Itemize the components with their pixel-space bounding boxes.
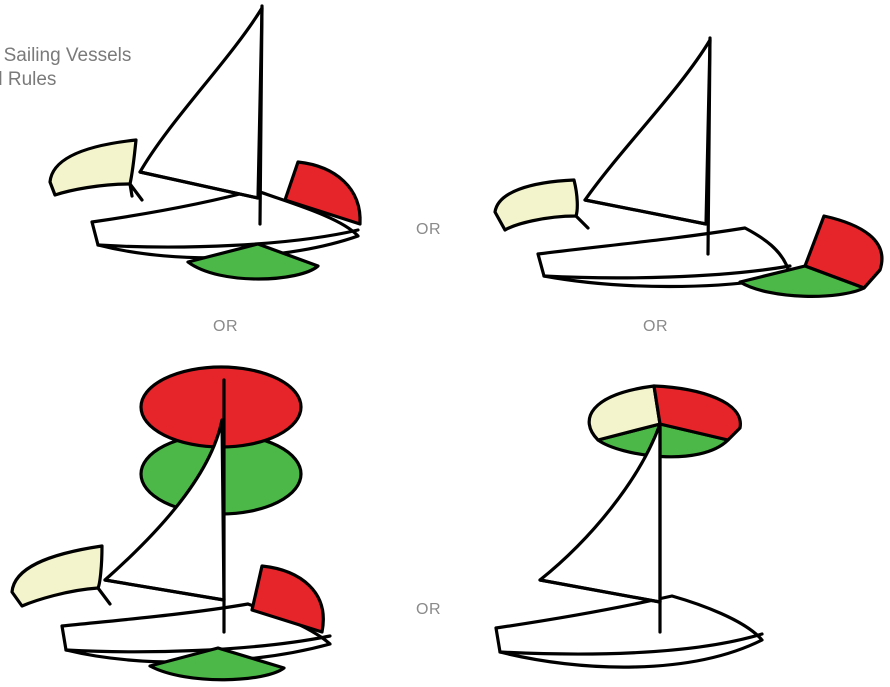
red-sidelight-sector bbox=[803, 214, 884, 290]
mast bbox=[706, 36, 712, 256]
caption-line-1: r Sailing Vessels bbox=[0, 45, 132, 66]
sternlight-bracket bbox=[574, 214, 590, 230]
diagram-caption: r Sailing Vessels d Rules bbox=[0, 44, 131, 92]
or-separator-2: OR bbox=[213, 318, 238, 335]
mast bbox=[258, 4, 264, 226]
sail bbox=[103, 418, 226, 602]
red-sidelight-sector bbox=[283, 160, 362, 226]
hull bbox=[494, 594, 764, 669]
boat-sidelights-sternlight bbox=[48, 4, 362, 281]
boat-masthead-red-over-green bbox=[10, 365, 332, 682]
green-sidelight-sector bbox=[186, 242, 320, 281]
hull-waterline bbox=[96, 228, 360, 249]
boom bbox=[583, 198, 708, 226]
or-separator-4: OR bbox=[416, 601, 441, 618]
boat-tricolor-masthead bbox=[494, 384, 764, 669]
boom bbox=[103, 578, 226, 602]
tricolor-red-sector bbox=[652, 384, 742, 442]
hull-waterline bbox=[542, 264, 792, 280]
sail bbox=[138, 6, 264, 200]
boom bbox=[538, 578, 662, 604]
sail bbox=[583, 38, 712, 226]
hull-waterline bbox=[64, 634, 332, 654]
boat-combined-lantern bbox=[493, 36, 884, 298]
tricolor-white-sector bbox=[587, 384, 662, 442]
sternlight-bracket bbox=[96, 586, 112, 606]
sternlight-sector bbox=[10, 544, 104, 608]
hull-waterline bbox=[498, 632, 764, 656]
red-sidelight-sector bbox=[250, 564, 325, 634]
sail bbox=[538, 422, 662, 604]
sternlight-sector bbox=[493, 178, 579, 232]
or-separator-1: OR bbox=[416, 221, 441, 238]
sternlight-sector bbox=[48, 138, 138, 197]
sternlight-bracket bbox=[128, 182, 144, 202]
hull bbox=[536, 226, 792, 289]
boom bbox=[138, 170, 260, 200]
green-sidelight-sector bbox=[148, 646, 286, 682]
caption-line-2: d Rules bbox=[0, 69, 57, 90]
green-sidelight-sector bbox=[738, 264, 866, 298]
or-separator-3: OR bbox=[643, 318, 668, 335]
